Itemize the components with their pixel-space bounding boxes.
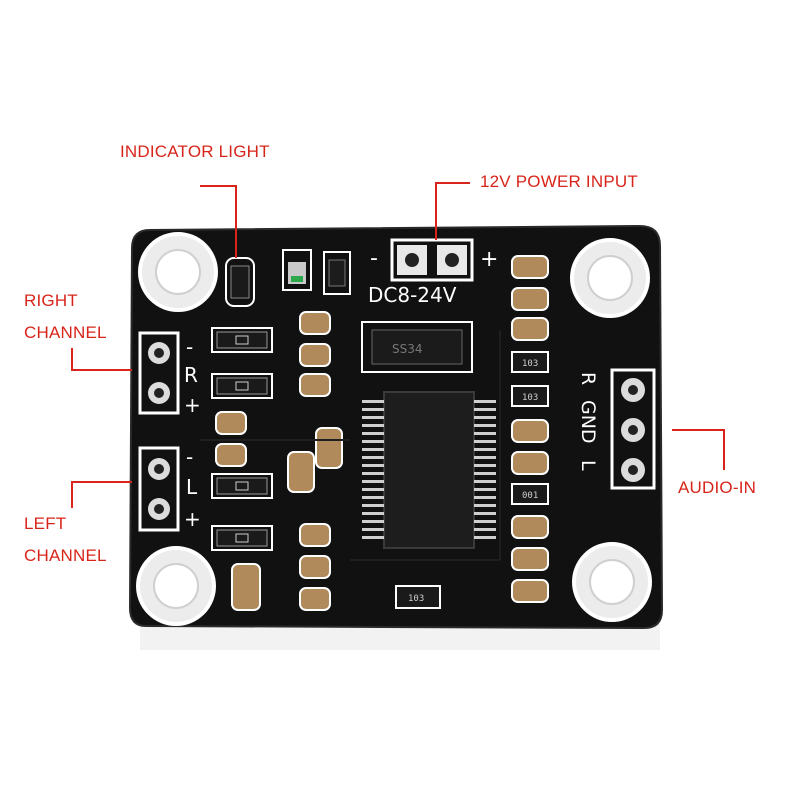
capacitor-group-right [511, 255, 549, 603]
left-channel-callout-line1: LEFT [24, 514, 67, 533]
power-input-callout: 12V POWER INPUT [480, 172, 638, 191]
audio-l-label: L [577, 460, 599, 471]
right-channel-letter: R [184, 363, 198, 387]
pcb-traces [200, 330, 501, 561]
power-plus-label: + [480, 247, 498, 272]
resistor-103-a: 103 [511, 351, 549, 373]
left-channel-callout-line2: CHANNEL [24, 546, 107, 565]
mounting-hole-bottom-right [572, 542, 652, 622]
resistor-code-3: 001 [522, 491, 538, 501]
capacitor-group-left [215, 311, 343, 611]
resistor-bottom: 103 [395, 585, 441, 609]
right-channel-header [138, 331, 180, 415]
amplifier-ic [362, 391, 496, 549]
right-minus-label: - [186, 335, 193, 359]
smd-resistor-r1 [211, 327, 273, 353]
mounting-hole-top-left [138, 232, 218, 312]
left-channel-letter: L [186, 475, 198, 499]
smd-resistor-l1 [211, 473, 273, 499]
mounting-hole-bottom-left [136, 546, 216, 626]
right-channel-callout-line2: CHANNEL [24, 323, 107, 342]
power-minus-label: - [370, 246, 378, 271]
audio-in-callout: AUDIO-IN [678, 478, 757, 497]
left-minus-label: - [186, 445, 193, 469]
audio-gnd-label: GND [577, 400, 599, 444]
resistor-103-b: 103 [511, 385, 549, 407]
left-plus-label: + [184, 507, 201, 531]
diode-code: SS34 [392, 342, 423, 356]
callout-lines [71, 182, 725, 508]
smd-resistor-l2 [211, 525, 273, 551]
diode-ss34: SS34 [361, 321, 473, 373]
voltage-label: DC8-24V [368, 283, 457, 307]
indicator-light-leader [200, 185, 237, 258]
right-channel-leader [71, 348, 132, 371]
smd-resistor-r2 [211, 373, 273, 399]
indicator-led [282, 249, 312, 291]
resistor-code-1: 103 [522, 359, 538, 369]
mounting-hole-top-right [570, 238, 650, 318]
audio-in-header [610, 368, 656, 490]
right-plus-label: + [184, 393, 201, 417]
small-resistor-top [323, 251, 351, 295]
power-input-header [390, 238, 474, 282]
power-input-leader [435, 182, 470, 240]
resistor-under-indicator [225, 257, 255, 307]
indicator-light-callout: INDICATOR LIGHT [120, 142, 270, 161]
right-channel-callout-line1: RIGHT [24, 291, 78, 310]
left-channel-header [138, 446, 180, 532]
audio-r-label: R [577, 372, 599, 385]
resistor-code-4: 103 [408, 594, 424, 604]
left-channel-leader [71, 481, 132, 508]
resistor-code-2: 103 [522, 393, 538, 403]
resistor-001: 001 [511, 483, 549, 505]
audio-in-leader [672, 429, 725, 470]
